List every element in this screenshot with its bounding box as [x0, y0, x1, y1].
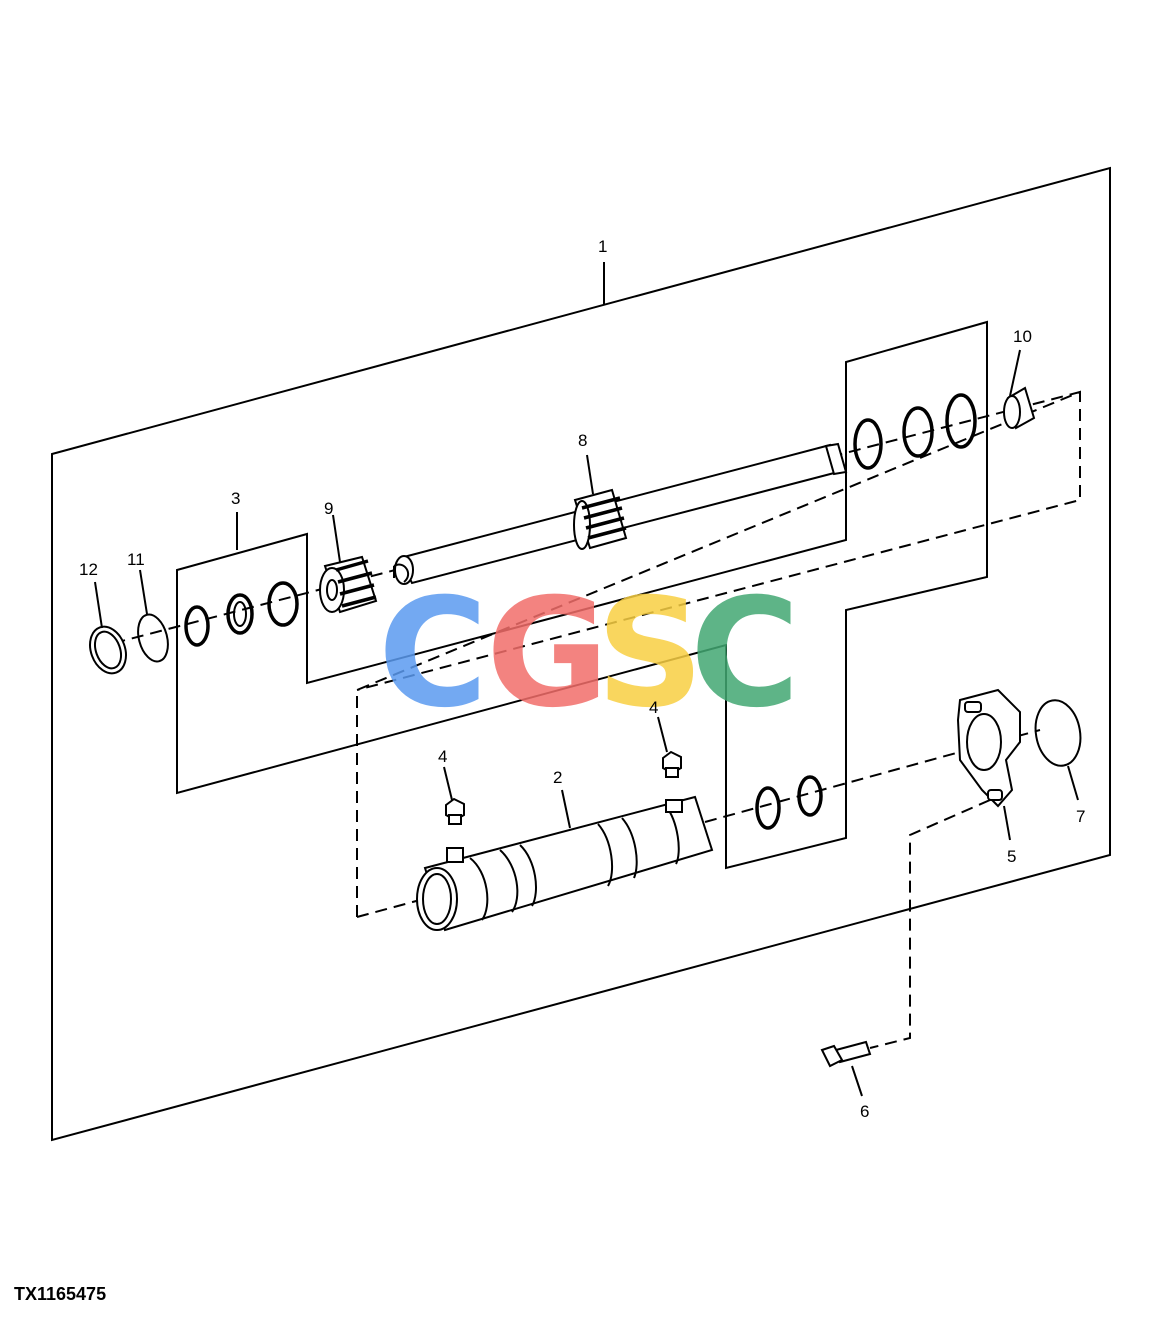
ring-7 — [1034, 699, 1082, 767]
callout-3: 3 — [231, 489, 240, 508]
callout-4-right: 4 — [649, 698, 658, 717]
callout-10: 10 — [1013, 327, 1032, 346]
ring-12 — [89, 625, 127, 675]
seal-kit-panel-3 — [176, 320, 988, 870]
callout-6: 6 — [860, 1102, 869, 1121]
gland-5 — [956, 688, 1021, 808]
callout-7: 7 — [1076, 807, 1085, 826]
fitting-4-left — [445, 797, 465, 825]
watermark-letter-s: S — [596, 567, 704, 741]
callout-2: 2 — [553, 768, 562, 787]
ring-11 — [137, 613, 169, 663]
callout-8: 8 — [578, 431, 587, 450]
callout-5: 5 — [1007, 847, 1016, 866]
seal-kit-rings — [184, 393, 977, 830]
watermark-letter-c2: C — [690, 567, 800, 741]
callout-9: 9 — [324, 499, 333, 518]
piston-rod-8 — [394, 442, 848, 585]
cap-screw-6 — [820, 1040, 872, 1068]
bushing-10 — [1003, 386, 1036, 430]
watermark: C G S C — [378, 567, 800, 741]
barrel-2 — [416, 795, 714, 932]
callout-12: 12 — [79, 560, 98, 579]
callout-11: 11 — [127, 550, 145, 569]
fitting-4-right — [662, 750, 682, 778]
piston-9 — [319, 555, 410, 614]
callout-4-left: 4 — [438, 747, 447, 766]
kit-panel-1 — [51, 166, 1111, 1142]
leader-lines — [94, 262, 1079, 1097]
pin-dash-line — [869, 799, 991, 1049]
watermark-letter-c1: C — [378, 567, 488, 741]
figure-id: TX1165475 — [14, 1284, 106, 1304]
watermark-letter-g: G — [486, 567, 609, 741]
callout-1: 1 — [598, 237, 607, 256]
callout-labels: 1 2 3 4 4 5 6 7 8 9 10 11 12 — [79, 237, 1085, 1121]
